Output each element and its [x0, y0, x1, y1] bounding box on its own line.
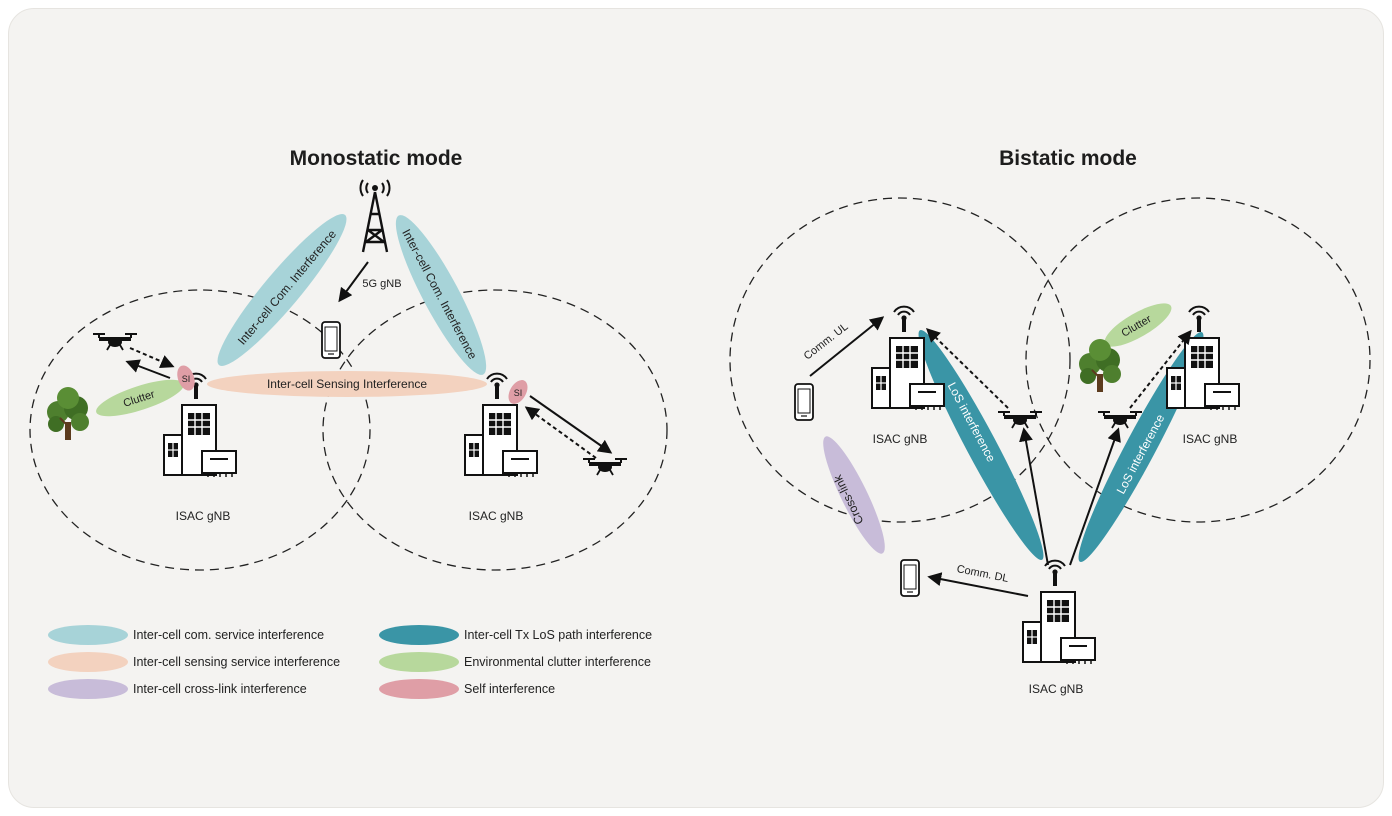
legend-swatch-com	[48, 625, 128, 645]
bi-left-drone-icon	[997, 411, 1043, 429]
mono-cell-right	[322, 289, 668, 571]
mono-com-interf-right-ellipse	[395, 215, 487, 375]
mono-right-echo-arrow	[524, 406, 597, 459]
mono-clutter-ellipse	[96, 379, 184, 417]
bi-los-left-ellipse	[918, 330, 1044, 560]
legend-label-clutter: Environmental clutter interference	[464, 655, 651, 669]
bi-comm-dl-label: Comm. DL	[956, 563, 1010, 585]
legend-swatch-sensing	[48, 652, 128, 672]
mono-cell-left	[29, 289, 371, 571]
legend-swatch-clutter	[379, 652, 459, 672]
gnb-5g-label: 5G gNB	[362, 278, 401, 290]
legend-label-sensing: Inter-cell sensing service interference	[133, 655, 340, 669]
bi-isac-bottom-label: ISAC gNB	[1029, 682, 1084, 696]
bi-comm-dl-arrow	[927, 572, 1029, 597]
mono-tree-icon	[46, 386, 90, 441]
mono-5g-to-phone-arrow	[338, 261, 369, 303]
mono-left-echo-arrow	[129, 347, 175, 369]
bi-left-echo-arrow	[925, 328, 1009, 409]
mono-right-antenna-icon	[486, 372, 508, 400]
mono-si-left-label: SI	[182, 374, 191, 384]
bi-cell-left	[729, 197, 1071, 523]
bi-tree-icon	[1078, 338, 1122, 393]
bi-crosslink-ellipse	[823, 436, 885, 554]
bi-right-drone-icon	[1097, 411, 1143, 429]
bi-bottom-building-icon	[1022, 591, 1096, 665]
bi-comm-ul-arrow	[809, 316, 885, 377]
tower-5g-icon	[359, 179, 391, 253]
mono-right-drone-icon	[582, 458, 628, 476]
bi-isac-left-label: ISAC gNB	[873, 432, 928, 446]
bi-isac-right-label: ISAC gNB	[1183, 432, 1238, 446]
bi-right-echo-arrow	[1129, 329, 1192, 409]
mono-sensing-interf-label: Inter-cell Sensing Interference	[267, 377, 427, 391]
legend-swatch-self	[379, 679, 459, 699]
mono-com-interf-right-label: Inter-cell Com. Interference	[399, 227, 480, 362]
mono-sensing-interf-ellipse	[207, 371, 487, 397]
bistatic-title: Bistatic mode	[999, 147, 1137, 170]
mono-left-building-icon	[163, 404, 237, 478]
legend-label-crosslink: Inter-cell cross-link interference	[133, 682, 307, 696]
mono-right-building-icon	[464, 404, 538, 478]
bi-right-building-icon	[1166, 337, 1240, 411]
bi-comm-ul-label: Comm. UL	[802, 321, 851, 363]
mono-right-tx-arrow	[529, 395, 613, 454]
mono-isac-right-label: ISAC gNB	[469, 509, 524, 523]
monostatic-title: Monostatic mode	[290, 147, 463, 170]
mono-si-right-ellipse	[508, 380, 528, 404]
legend-swatch-crosslink	[48, 679, 128, 699]
bi-clutter-ellipse	[1104, 303, 1172, 347]
bi-right-antenna-icon	[1188, 305, 1210, 333]
legend-label-com: Inter-cell com. service interference	[133, 628, 324, 642]
mono-si-left-ellipse	[177, 365, 195, 391]
mono-phone-icon	[321, 321, 341, 359]
mono-com-interf-left-ellipse	[217, 214, 347, 366]
bi-left-antenna-icon	[893, 305, 915, 333]
bi-cell-right	[1025, 197, 1371, 523]
legend-swatch-los	[379, 625, 459, 645]
bi-tx-to-right-drone-arrow	[1069, 427, 1121, 566]
bi-tx-to-left-drone-arrow	[1019, 427, 1049, 566]
legend: Inter-cell com. service interference Int…	[48, 625, 652, 699]
mono-si-right-label: SI	[514, 388, 523, 398]
mono-left-tx-arrow	[125, 359, 171, 379]
legend-label-self: Self interference	[464, 682, 555, 696]
bi-dl-phone-icon	[900, 559, 920, 597]
mono-isac-left-label: ISAC gNB	[176, 509, 231, 523]
bi-ul-phone-icon	[794, 383, 814, 421]
legend-label-los: Inter-cell Tx LoS path interference	[464, 628, 652, 642]
